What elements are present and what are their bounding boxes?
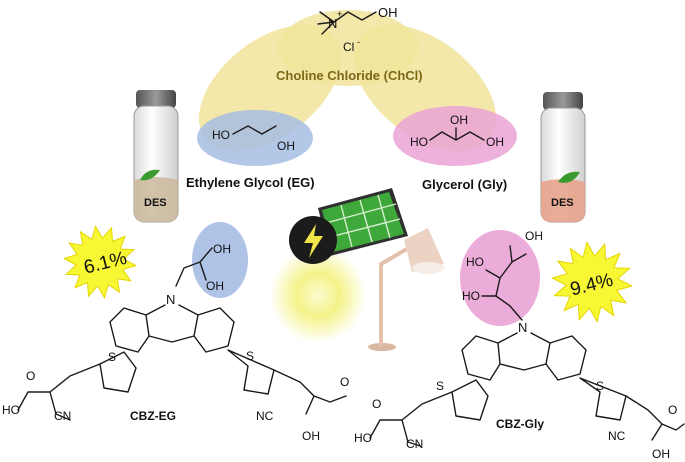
svg-text:HO: HO bbox=[212, 128, 230, 142]
svg-text:OH: OH bbox=[378, 5, 398, 20]
svg-text:OH: OH bbox=[277, 139, 295, 153]
cbz-eg-structure: OH OH N S O HO CN S O OH NC bbox=[2, 242, 349, 443]
svg-text:+: + bbox=[337, 9, 342, 19]
svg-text:N: N bbox=[328, 16, 337, 31]
vial-icon-right: DES bbox=[540, 92, 586, 223]
svg-text:NC: NC bbox=[256, 409, 274, 423]
choline-structure: N + OH Cl - bbox=[317, 5, 398, 54]
svg-text:OH: OH bbox=[652, 447, 670, 461]
desk-lamp-icon bbox=[368, 228, 444, 351]
svg-text:S: S bbox=[436, 379, 444, 393]
starburst-right: 9.4% bbox=[550, 240, 634, 324]
cbz-gly-structure: HO HO OH N S O HO CN S O OH NC bbox=[354, 229, 685, 461]
leaf-icon bbox=[140, 169, 160, 181]
svg-text:NC: NC bbox=[608, 429, 626, 443]
eg-ellipse bbox=[197, 110, 313, 166]
svg-text:S: S bbox=[108, 350, 116, 364]
gly-ellipse bbox=[393, 106, 517, 166]
svg-text:OH: OH bbox=[213, 242, 231, 256]
svg-text:CN: CN bbox=[54, 409, 71, 423]
cbz-eg-label: CBZ-EG bbox=[130, 409, 176, 423]
svg-text:Cl: Cl bbox=[343, 40, 354, 54]
sun-glow-icon bbox=[270, 247, 366, 343]
svg-text:O: O bbox=[26, 369, 35, 383]
svg-text:O: O bbox=[372, 397, 381, 411]
lightning-bolt-icon bbox=[289, 216, 337, 264]
svg-text:OH: OH bbox=[525, 229, 543, 243]
starburst-left: 6.1% bbox=[62, 225, 138, 299]
ethylene-glycol-structure: HO OH bbox=[212, 125, 295, 153]
solar-panel-icon bbox=[318, 188, 408, 256]
svg-text:HO: HO bbox=[466, 255, 484, 269]
leaf-icon bbox=[558, 171, 580, 183]
svg-text:HO: HO bbox=[2, 403, 20, 417]
svg-text:N: N bbox=[518, 320, 527, 335]
cbz-gly-label: CBZ-Gly bbox=[496, 417, 544, 431]
svg-text:N: N bbox=[166, 292, 175, 307]
gly-label: Glycerol (Gly) bbox=[422, 177, 507, 192]
eg-label: Ethylene Glycol (EG) bbox=[186, 175, 315, 190]
choline-label: Choline Chloride (ChCl) bbox=[276, 68, 423, 83]
svg-text:OH: OH bbox=[450, 113, 468, 127]
svg-text:OH: OH bbox=[302, 429, 320, 443]
svg-text:HO: HO bbox=[462, 289, 480, 303]
vial-left-label: DES bbox=[144, 197, 167, 209]
svg-text:OH: OH bbox=[486, 135, 504, 149]
glycerol-structure: HO OH OH bbox=[410, 113, 504, 149]
svg-text:HO: HO bbox=[354, 431, 372, 445]
svg-text:S: S bbox=[596, 379, 604, 393]
svg-text:-: - bbox=[357, 37, 360, 47]
svg-text:HO: HO bbox=[410, 135, 428, 149]
svg-text:O: O bbox=[340, 375, 349, 389]
svg-text:OH: OH bbox=[206, 279, 224, 293]
vial-icon-left: DES bbox=[133, 90, 179, 223]
svg-text:S: S bbox=[246, 349, 254, 363]
svg-text:O: O bbox=[668, 403, 677, 417]
svg-text:CN: CN bbox=[406, 437, 423, 451]
vial-right-label: DES bbox=[551, 197, 574, 209]
